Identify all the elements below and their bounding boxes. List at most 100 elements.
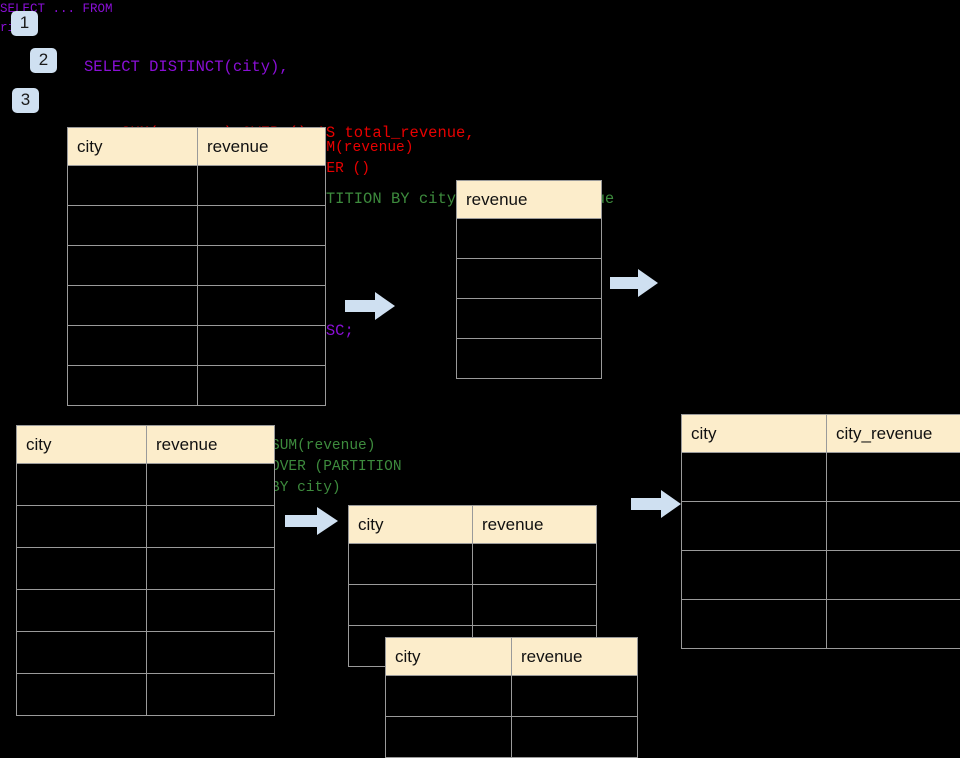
table-cell	[147, 464, 275, 506]
table-cell	[68, 246, 198, 286]
table-cell	[457, 299, 602, 339]
table-cell	[68, 366, 198, 406]
table-cell	[473, 585, 597, 626]
table-row	[682, 551, 960, 600]
table-row	[386, 717, 638, 758]
step-badge-2: 2	[30, 48, 57, 73]
table-cell	[198, 246, 326, 286]
table-cell	[147, 590, 275, 632]
column-header-city: city	[349, 506, 473, 544]
table-cell	[198, 326, 326, 366]
table-cell	[682, 453, 827, 502]
arrow-total-to-final	[610, 268, 658, 298]
arrow-source-to-partition	[285, 506, 338, 536]
table-row	[17, 464, 275, 506]
column-header-city: city	[682, 415, 827, 453]
table-cell	[349, 585, 473, 626]
table-cell	[68, 326, 198, 366]
table-cell	[17, 674, 147, 716]
column-header-revenue: revenue	[198, 128, 326, 166]
table-cell	[827, 453, 960, 502]
step-badge-1: 1	[11, 11, 38, 36]
table-cell	[827, 600, 960, 649]
table-cell	[147, 632, 275, 674]
table-cell	[17, 506, 147, 548]
table-cell	[147, 674, 275, 716]
table-row	[68, 246, 326, 286]
table-cell	[198, 206, 326, 246]
table-row	[68, 326, 326, 366]
diagram-canvas: 1 2 3 SELECT DISTINCT(city), SUM(revenue…	[0, 0, 960, 720]
table-row	[17, 506, 275, 548]
table-row	[68, 206, 326, 246]
table-cell	[827, 502, 960, 551]
table-row	[457, 259, 602, 299]
table-row	[17, 548, 275, 590]
arrow-partition-to-final	[631, 489, 681, 519]
table-cell	[349, 544, 473, 585]
column-header-revenue: revenue	[512, 638, 638, 676]
column-header-city: city	[17, 426, 147, 464]
table-cell	[147, 506, 275, 548]
sql-line-1: SELECT DISTINCT(city),	[84, 56, 614, 78]
table-cell	[457, 259, 602, 299]
table-cell	[17, 632, 147, 674]
table-cell	[386, 676, 512, 717]
table-row	[682, 502, 960, 551]
table-cell	[68, 166, 198, 206]
table-row	[68, 286, 326, 326]
column-header-revenue: revenue	[147, 426, 275, 464]
table-cell	[473, 544, 597, 585]
table-cell	[457, 339, 602, 379]
table-row	[17, 632, 275, 674]
table-cell	[457, 219, 602, 259]
arrow-source-to-total	[345, 291, 395, 321]
table-row	[682, 600, 960, 649]
table-cell	[682, 551, 827, 600]
table-cell	[682, 502, 827, 551]
table-header-row: revenue	[457, 181, 602, 219]
table-cell	[17, 590, 147, 632]
table-cell	[198, 286, 326, 326]
table-cell	[512, 676, 638, 717]
table-cell	[198, 366, 326, 406]
table-row	[682, 453, 960, 502]
column-header-revenue: revenue	[473, 506, 597, 544]
table-row	[386, 676, 638, 717]
table-cell	[827, 551, 960, 600]
table-row	[457, 339, 602, 379]
column-header-city: city	[68, 128, 198, 166]
table-row	[68, 366, 326, 406]
table-cell	[68, 286, 198, 326]
table-cell	[512, 717, 638, 758]
table-cell	[386, 717, 512, 758]
table-cell	[682, 600, 827, 649]
step-badge-3: 3	[12, 88, 39, 113]
column-header-city_revenue: city_revenue	[827, 415, 960, 453]
table-total-revenue: revenue	[456, 180, 602, 379]
table-cell	[147, 548, 275, 590]
table-row	[17, 590, 275, 632]
table-cell	[17, 464, 147, 506]
table-row	[349, 585, 597, 626]
column-header-city: city	[386, 638, 512, 676]
annotation-partition-by-city: SUM(revenue) OVER (PARTITION BY city)	[271, 436, 402, 499]
table-row	[68, 166, 326, 206]
table-cell	[198, 166, 326, 206]
table-row	[17, 674, 275, 716]
table-cell	[68, 206, 198, 246]
table-row	[349, 544, 597, 585]
table-cell	[17, 548, 147, 590]
table-row	[457, 219, 602, 259]
column-header-revenue: revenue	[457, 181, 602, 219]
table-row	[457, 299, 602, 339]
